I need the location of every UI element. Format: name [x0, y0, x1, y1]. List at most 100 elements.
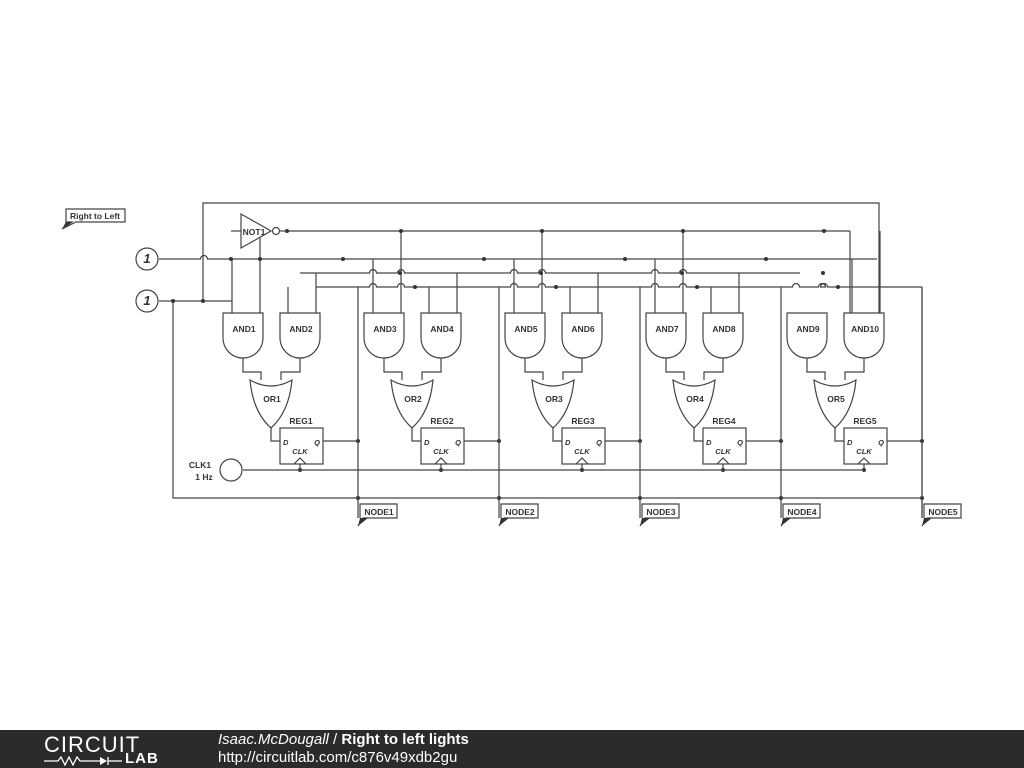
register-d-pin: D: [424, 438, 430, 447]
clock-freq-label: 1 Hz: [195, 472, 212, 482]
and-gate-icon: [702, 312, 744, 359]
node-label: NODE2: [505, 507, 535, 517]
register-d-pin: D: [565, 438, 571, 447]
and-gate-icon: [645, 312, 687, 359]
or-gate-label: OR2: [404, 394, 422, 404]
and-gate-label: AND7: [655, 324, 678, 334]
wire-bus4: [316, 282, 922, 288]
input-value: 1: [143, 293, 150, 308]
input-source-icon: [135, 247, 159, 271]
input-value: 1: [143, 251, 150, 266]
footer-bar: CIRCUIT LAB Isaac.McDougall / Right to l…: [0, 730, 1024, 768]
resistor-diode-icon: [44, 756, 122, 766]
wire-and-to-or: [806, 358, 826, 380]
and-gate-icon: [363, 312, 405, 359]
junction-dot: [341, 257, 345, 261]
and-gate-label: AND10: [851, 324, 879, 334]
clk-triangle: [857, 457, 871, 465]
wire-and-to-or: [421, 358, 442, 380]
and-gate-icon: [843, 312, 885, 359]
clk-triangle: [575, 457, 589, 465]
register-label: REG5: [853, 416, 876, 426]
node-tag-pointer: [640, 518, 650, 526]
register-label: REG2: [430, 416, 453, 426]
or-gate-label: OR3: [545, 394, 563, 404]
node-label: NODE4: [787, 507, 817, 517]
wires: [159, 202, 924, 518]
register-q-pin: Q: [314, 438, 320, 447]
wire-feedback-top: [202, 202, 880, 313]
junction-dot: [822, 229, 826, 233]
node-label: NODE1: [364, 507, 394, 517]
node-tag-pointer: [781, 518, 791, 526]
and-gate-label: AND5: [514, 324, 537, 334]
register-clk-pin: CLK: [292, 447, 308, 456]
wire-or-to-d: [270, 428, 281, 442]
or-gate-icon: [672, 378, 716, 429]
register-d-pin: D: [706, 438, 712, 447]
wire-and-to-or: [844, 358, 865, 380]
not-bubble: [271, 226, 281, 236]
title-tag-label: Right to Left: [70, 211, 120, 221]
wire-bus3: [300, 268, 800, 274]
or-gate-icon: [531, 378, 575, 429]
wire-bottom-bus: [172, 301, 922, 499]
circuit-name: Right to left lights: [341, 731, 469, 748]
circuit-url[interactable]: http://circuitlab.com/c876v49xdb2gu: [218, 749, 458, 766]
circuit-title: Isaac.McDougall / Right to left lights: [218, 731, 469, 748]
junction-dot: [695, 285, 699, 289]
circuitlab-logo[interactable]: CIRCUIT: [44, 732, 141, 757]
author-link[interactable]: Isaac.McDougall: [218, 731, 329, 748]
junction-dot: [398, 271, 402, 275]
or-gate-icon: [390, 378, 434, 429]
components: [61, 208, 962, 527]
junction-dot: [821, 271, 825, 275]
register-q-pin: Q: [596, 438, 602, 447]
wire-and-to-or: [562, 358, 583, 380]
and-gate-label: AND6: [571, 324, 594, 334]
or-gate-icon: [249, 378, 293, 429]
node-label: NODE3: [646, 507, 676, 517]
register-label: REG1: [289, 416, 312, 426]
wire-and-to-or: [524, 358, 544, 380]
or-gate-label: OR1: [263, 394, 281, 404]
wire-and-to-or: [665, 358, 685, 380]
and-gate-icon: [222, 312, 264, 359]
and-gate-label: AND4: [430, 324, 453, 334]
register-icon: [702, 427, 747, 465]
junction-dot: [413, 285, 417, 289]
junction-dot: [764, 257, 768, 261]
register-icon: [561, 427, 606, 465]
input-source-icon: [135, 289, 159, 313]
register-label: REG4: [712, 416, 735, 426]
clock-name-label: CLK1: [189, 460, 211, 470]
and-gate-label: AND9: [796, 324, 819, 334]
register-icon: [843, 427, 888, 465]
junction-dot: [681, 229, 685, 233]
junction-dot: [399, 229, 403, 233]
and-gate-icon: [279, 312, 321, 359]
register-d-pin: D: [847, 438, 853, 447]
junction-dot: [539, 271, 543, 275]
junction-dot: [229, 257, 233, 261]
junction-dot: [836, 285, 840, 289]
register-clk-pin: CLK: [433, 447, 449, 456]
wire-and-to-or: [280, 358, 301, 380]
register-q-pin: Q: [737, 438, 743, 447]
node-label: NODE5: [928, 507, 958, 517]
or-gate-icon: [813, 378, 857, 429]
junction-dot: [680, 271, 684, 275]
clock-source-icon: [219, 458, 243, 482]
circuitlab-logo-lab: LAB: [125, 750, 159, 767]
tag-pointer: [62, 222, 72, 229]
junction-dot: [540, 229, 544, 233]
wire-input1-bus: [159, 254, 877, 260]
and-gate-icon: [561, 312, 603, 359]
clk-triangle: [716, 457, 730, 465]
and-gate-label: AND3: [373, 324, 396, 334]
clk-triangle: [434, 457, 448, 465]
wire-and-to-or: [383, 358, 403, 380]
register-label: REG3: [571, 416, 594, 426]
